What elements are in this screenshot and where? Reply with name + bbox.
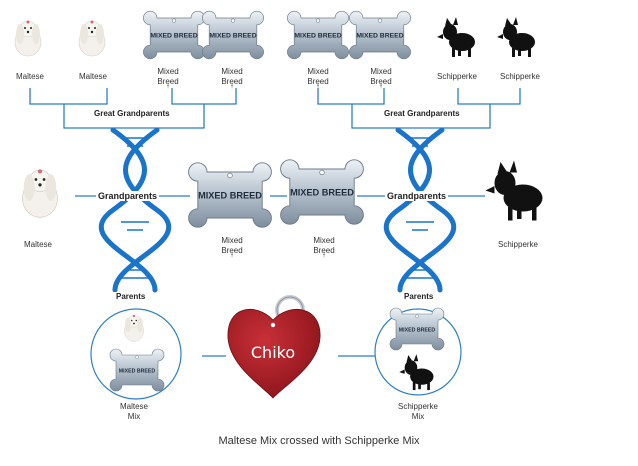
pet-name: Chiko	[250, 343, 296, 362]
heart-tag-icon	[227, 295, 321, 399]
mixed-breed-tag-icon: MIXED BREED	[349, 10, 411, 60]
mixed-breed-tag-icon: MIXED BREED	[202, 10, 264, 60]
mixed-breed-tag-icon: MIXED BREED	[188, 162, 272, 228]
maltese-dog-icon	[14, 20, 42, 57]
great-grandparent-label: Maltese	[15, 72, 44, 81]
maltese-dog-icon	[123, 314, 145, 342]
tag-text: MIXED BREED	[209, 33, 256, 40]
mixed-breed-tag-icon: MIXED BREED	[109, 348, 165, 392]
tag-text: MIXED BREED	[356, 33, 403, 40]
maltese-dog-icon	[78, 20, 106, 57]
parent-circle-left	[90, 308, 182, 400]
grandparent-label: Schipperke	[497, 240, 539, 249]
schipperke-dog-icon	[485, 160, 543, 221]
schipperke-dog-icon	[497, 17, 535, 57]
caption: Maltese Mix crossed with Schipperke Mix	[218, 435, 420, 447]
tag-text: MIXED BREED	[119, 368, 156, 374]
parents-header-right: Parents	[402, 292, 436, 301]
grandparents-header-left: Grandparents	[96, 191, 160, 201]
great-grandparent-label: Maltese	[78, 72, 107, 81]
great-grandparent-label: Schipperke	[499, 72, 541, 81]
tag-text: MIXED BREED	[294, 33, 341, 40]
mixed-breed-tag-icon: MIXED BREED	[389, 307, 445, 351]
mixed-breed-tag-icon: MIXED BREED	[287, 10, 349, 60]
great-grandparents-header-left: Great Grandparents	[92, 109, 172, 118]
tag-text: MIXED BREED	[198, 190, 262, 200]
maltese-dog-icon	[21, 168, 59, 218]
tag-text: MIXED BREED	[150, 33, 197, 40]
schipperke-dog-icon	[437, 17, 475, 57]
parents-header-left: Parents	[114, 292, 148, 301]
grandparent-label: Maltese	[23, 240, 52, 249]
dna-helix-left	[98, 127, 172, 293]
tag-text: MIXED BREED	[290, 187, 354, 197]
mixed-breed-tag-icon: MIXED BREED	[280, 159, 364, 225]
great-grandparent-label: Schipperke	[436, 72, 478, 81]
grandparents-header-right: Grandparents	[385, 191, 449, 201]
tag-text: MIXED BREED	[399, 327, 436, 333]
dna-helix-right	[383, 127, 457, 293]
great-grandparents-header-right: Great Grandparents	[382, 109, 462, 118]
mixed-breed-tag-icon: MIXED BREED	[143, 10, 205, 60]
